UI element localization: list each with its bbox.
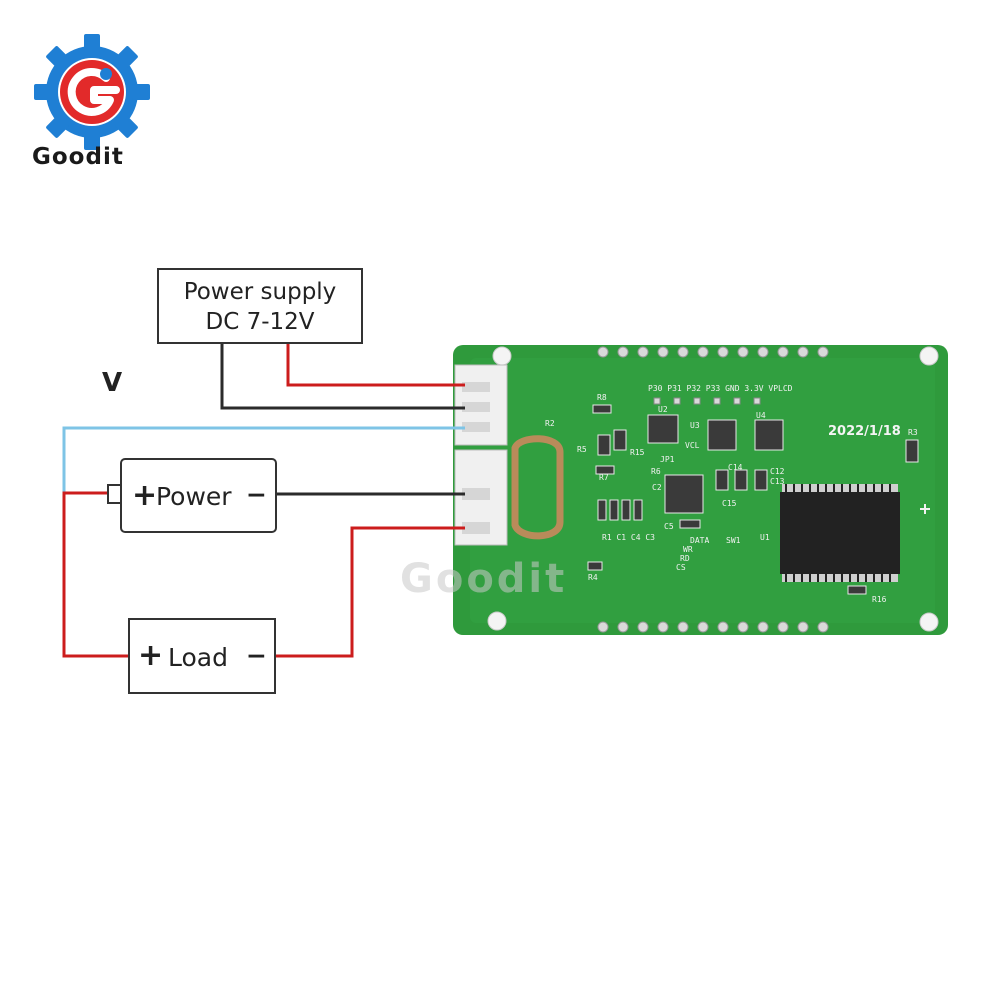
svg-text:R15: R15	[630, 448, 645, 457]
watermark: Goodit	[400, 556, 568, 602]
silkscreen: P30 P31 P32 P33 GND 3.3V VPLCD R8 R2 R5 …	[545, 384, 918, 604]
svg-text:R1 C1 C4 C3: R1 C1 C4 C3	[602, 533, 655, 542]
bottom-header-pins	[597, 621, 829, 633]
battery-box: + Power −	[120, 458, 277, 533]
svg-text:C12: C12	[770, 467, 785, 476]
power-supply-box: Power supply DC 7-12V	[157, 268, 363, 344]
svg-text:C5: C5	[664, 522, 674, 531]
svg-text:R3: R3	[908, 428, 918, 437]
battery-positive-wire	[62, 491, 130, 658]
board-date: 2022/1/18	[828, 424, 901, 439]
wires	[62, 343, 465, 658]
supply-positive-wire	[286, 343, 465, 387]
battery-minus-sign: −	[246, 480, 267, 509]
svg-text:R4: R4	[588, 573, 598, 582]
svg-text:R8: R8	[597, 393, 607, 402]
svg-text:SW1: SW1	[726, 536, 741, 545]
pcb-board: P30 P31 P32 P33 GND 3.3V VPLCD R8 R2 R5 …	[453, 345, 948, 635]
svg-text:C15: C15	[722, 499, 737, 508]
svg-text:P30 P31 P32 P33 GND 3.3V: P30 P31 P32 P33 GND 3.3V VPLCD	[648, 384, 793, 393]
supply-negative-wire	[220, 343, 465, 410]
svg-text:U4: U4	[756, 411, 766, 420]
gear-icon	[34, 34, 150, 150]
wire-connector	[454, 364, 508, 546]
svg-text:C2: C2	[652, 483, 662, 492]
svg-text:WR: WR	[683, 545, 693, 554]
svg-text:C14: C14	[728, 463, 743, 472]
svg-text:R16: R16	[872, 595, 887, 604]
load-plus-sign: +	[138, 638, 164, 673]
svg-text:R7: R7	[599, 473, 609, 482]
load-negative-wire	[276, 526, 465, 658]
battery-plus-sign: +	[132, 478, 158, 513]
brand-logo	[34, 34, 150, 150]
svg-text:R6: R6	[651, 467, 661, 476]
shunt-resistor	[511, 435, 564, 540]
load-label: Load	[168, 643, 228, 672]
svg-text:VCL: VCL	[685, 441, 700, 450]
svg-text:U1: U1	[760, 533, 770, 542]
load-minus-sign: −	[246, 641, 267, 670]
svg-text:CS: CS	[676, 563, 686, 572]
voltage-label: V	[102, 368, 123, 398]
svg-text:DATA: DATA	[690, 536, 709, 545]
svg-text:RD: RD	[680, 554, 690, 563]
svg-text:U3: U3	[690, 421, 700, 430]
power-supply-line2: DC 7-12V	[205, 309, 315, 335]
brand-name: Goodit	[32, 144, 124, 170]
svg-text:JP1: JP1	[660, 455, 675, 464]
load-box: + Load −	[128, 618, 276, 694]
svg-text:C13: C13	[770, 477, 785, 486]
top-header-pins	[597, 346, 829, 358]
power-supply-line1: Power supply	[183, 279, 337, 305]
svg-text:R2: R2	[545, 419, 555, 428]
smd-components	[587, 404, 919, 595]
svg-text:U2: U2	[658, 405, 668, 414]
main-ic	[780, 484, 900, 582]
svg-text:R5: R5	[577, 445, 587, 454]
battery-label: Power	[156, 482, 232, 511]
